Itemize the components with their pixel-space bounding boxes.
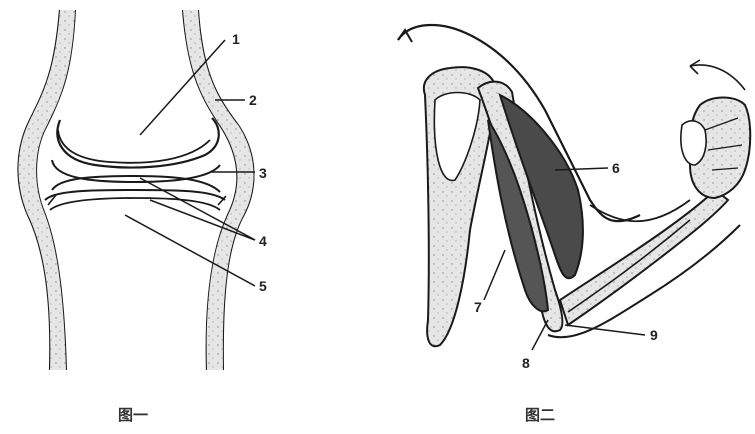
label-7: 7 <box>474 299 482 315</box>
figure1-caption: 图一 <box>118 404 148 425</box>
arm-flexion-figure <box>398 25 750 350</box>
leader-line-7 <box>484 250 505 300</box>
label-1: 1 <box>232 31 240 47</box>
label-4: 4 <box>259 233 267 249</box>
label-2: 2 <box>249 92 257 108</box>
joint-head <box>57 118 218 168</box>
label-6: 6 <box>612 160 620 176</box>
figure2-caption: 图二 <box>525 404 555 425</box>
label-3: 3 <box>259 165 267 181</box>
label-5: 5 <box>259 278 267 294</box>
knee-joint-figure <box>18 10 255 370</box>
label-9: 9 <box>650 327 658 343</box>
motion-arrow <box>690 65 745 90</box>
label-8: 8 <box>522 355 530 371</box>
leader-line-9 <box>565 325 645 335</box>
leader-line-8 <box>532 320 548 350</box>
